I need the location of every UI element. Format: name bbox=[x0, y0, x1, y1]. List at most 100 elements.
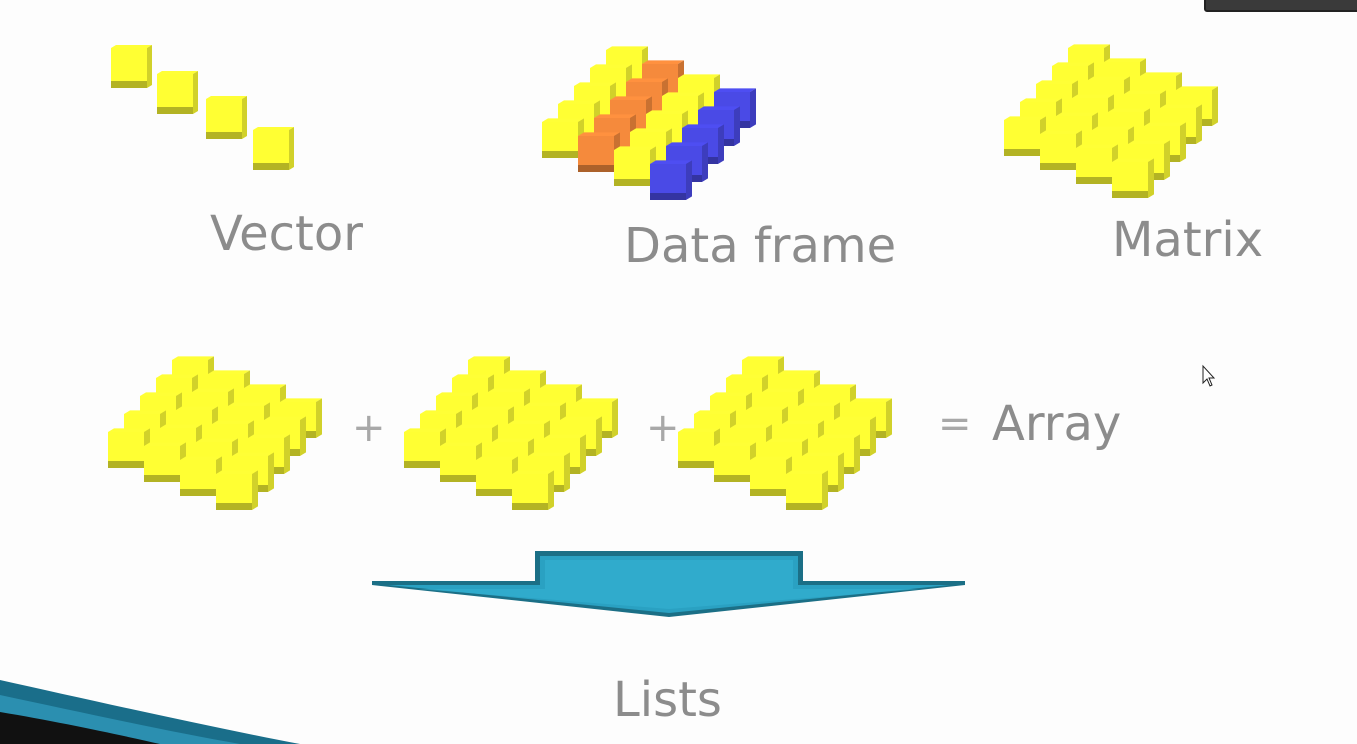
cube-face bbox=[140, 392, 182, 396]
cube-face bbox=[253, 163, 289, 170]
cube-face bbox=[614, 146, 656, 150]
cube-face bbox=[606, 46, 648, 50]
cube-face bbox=[650, 193, 686, 200]
cube-face bbox=[468, 356, 510, 360]
cube-face bbox=[666, 142, 708, 146]
cube-face bbox=[1004, 116, 1046, 120]
cube-face bbox=[678, 461, 714, 468]
cube-face bbox=[1004, 149, 1040, 156]
cube-face bbox=[208, 370, 250, 374]
array-label: Array bbox=[992, 396, 1122, 452]
cube-face bbox=[710, 392, 752, 396]
cube-face bbox=[144, 442, 186, 446]
cube-face bbox=[814, 384, 856, 388]
cube-face bbox=[300, 416, 306, 456]
cube-face bbox=[778, 370, 820, 374]
cube-face bbox=[268, 452, 274, 492]
data-frame-label: Data frame bbox=[624, 218, 897, 274]
array-layer-icon bbox=[108, 356, 322, 510]
cube-face bbox=[1088, 76, 1130, 80]
cube-face bbox=[1212, 86, 1218, 126]
cube-face bbox=[206, 96, 247, 99]
cube-face bbox=[1072, 94, 1114, 98]
cube-face bbox=[228, 402, 270, 406]
equals-operator: = bbox=[938, 401, 972, 447]
cube-face bbox=[440, 475, 476, 482]
cube-face bbox=[548, 470, 554, 510]
matrix-label: Matrix bbox=[1112, 212, 1264, 268]
cube-face bbox=[590, 64, 632, 68]
cube-face bbox=[192, 388, 234, 392]
cube-face bbox=[714, 442, 756, 446]
cube-face bbox=[1124, 90, 1166, 94]
cube-face bbox=[542, 151, 578, 158]
cube-face bbox=[1104, 58, 1146, 62]
cube-face bbox=[404, 461, 440, 468]
cube-face bbox=[1164, 140, 1170, 180]
cube-face bbox=[730, 424, 772, 428]
array-layer-icon bbox=[678, 356, 892, 510]
down-arrow-icon bbox=[372, 551, 965, 617]
cube-face bbox=[1040, 130, 1082, 134]
cube-face bbox=[284, 434, 290, 474]
cube-face bbox=[316, 398, 322, 438]
cube-face bbox=[1020, 98, 1062, 102]
cube-face bbox=[750, 456, 792, 460]
cube-face bbox=[1068, 44, 1110, 48]
cube-face bbox=[762, 388, 804, 392]
mouse-cursor-icon bbox=[1202, 364, 1216, 387]
cube-face bbox=[818, 434, 860, 438]
cube-face bbox=[558, 100, 600, 104]
cube-face bbox=[504, 370, 546, 374]
data-frame-cubes-icon bbox=[542, 46, 756, 200]
cube-face bbox=[1040, 163, 1076, 170]
matrix-cubes-icon bbox=[1004, 44, 1218, 198]
cube-face bbox=[1140, 72, 1182, 76]
cube-face bbox=[694, 410, 736, 414]
cube-face bbox=[574, 82, 616, 86]
cube-face bbox=[802, 452, 844, 456]
cube-face bbox=[542, 118, 584, 122]
cube-face bbox=[834, 416, 876, 420]
cube-face bbox=[714, 88, 756, 92]
cube-face bbox=[614, 179, 650, 186]
cube-face bbox=[682, 124, 724, 128]
cube-face bbox=[544, 434, 586, 438]
cube-face bbox=[576, 398, 618, 402]
cube-face bbox=[492, 438, 534, 442]
cube-face bbox=[612, 398, 618, 438]
cube-face bbox=[854, 434, 860, 474]
cube-face bbox=[476, 456, 518, 460]
cube-face bbox=[750, 489, 786, 496]
plus-operator: + bbox=[352, 405, 386, 451]
video-thumbnail bbox=[1204, 0, 1357, 12]
cube-face bbox=[578, 165, 614, 172]
cube-face bbox=[216, 470, 258, 474]
cube-face bbox=[216, 503, 252, 510]
cube-face bbox=[642, 60, 684, 64]
cube-face bbox=[476, 489, 512, 496]
cube-face bbox=[1128, 140, 1170, 144]
cube-face bbox=[596, 416, 602, 456]
cube-face bbox=[472, 406, 514, 410]
cube-face bbox=[686, 160, 692, 200]
cube-face bbox=[157, 107, 193, 114]
cube-face bbox=[650, 160, 692, 164]
cube-face bbox=[196, 438, 238, 442]
cube-face bbox=[580, 434, 586, 474]
cube-face bbox=[212, 420, 254, 424]
cube-face bbox=[108, 461, 144, 468]
cube-face bbox=[1176, 86, 1218, 90]
cube-face bbox=[244, 384, 286, 388]
lists-label: Lists bbox=[613, 672, 722, 728]
cube-face bbox=[838, 452, 844, 492]
cube-face bbox=[420, 410, 462, 414]
cube-face bbox=[798, 402, 840, 406]
array-layer-icon bbox=[404, 356, 618, 510]
cube-face bbox=[1160, 104, 1202, 108]
cube-face bbox=[232, 452, 274, 456]
cube-face bbox=[193, 71, 198, 114]
cube-face bbox=[714, 475, 750, 482]
cube-face bbox=[253, 127, 294, 130]
